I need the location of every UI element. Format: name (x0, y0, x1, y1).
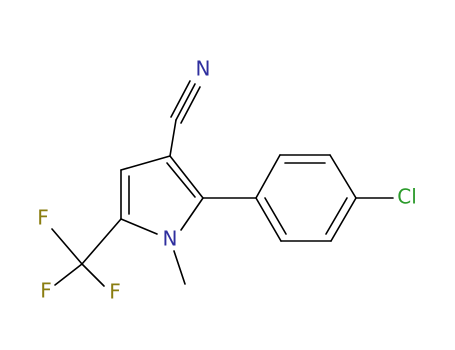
bond-c5-n1 (120, 218, 158, 235)
bond-c5-cf3-carbon (81, 218, 122, 265)
bond-cf3-f1 (51, 228, 83, 265)
bond-c2-c3 (169, 155, 204, 199)
ring-nitrogen-label: N (163, 227, 178, 251)
fluorine-3-label: F (109, 280, 121, 304)
bond-cf3-f3 (81, 263, 105, 287)
fluorine-2-label: F (40, 279, 52, 303)
nitrile-triple-bond (170, 80, 201, 124)
fluorine-1-label: F (37, 206, 49, 230)
bond-c3-nitrile-carbon (169, 119, 177, 157)
bond-n1-methyl (173, 250, 186, 285)
bond-c2-c3-double (166, 162, 196, 198)
phenyl-ring (255, 154, 357, 242)
bond-c3-c4 (120, 155, 171, 171)
bond-n1-c2 (180, 197, 204, 231)
bond-cf3-f2 (54, 263, 83, 286)
chlorine-label: Cl (397, 185, 417, 209)
nitrile-nitrogen-label: N (196, 57, 211, 81)
